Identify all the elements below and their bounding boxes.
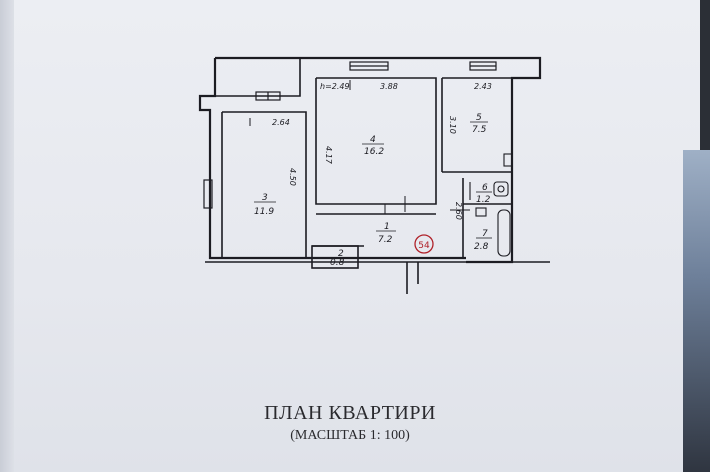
- floor-plan: h=2.49 3.88 2.43 2.64 4.17 3.10 4.50 2.6…: [198, 56, 550, 294]
- paper-edge: [0, 0, 14, 472]
- apartment-number-stamp: 54: [414, 234, 434, 254]
- room-6: 6 1.2: [476, 183, 492, 205]
- dimension-label: 4.50: [288, 168, 297, 186]
- room-1: 1 7.2: [376, 222, 396, 245]
- toilet-icon: [493, 181, 509, 197]
- svg-text:0.8: 0.8: [330, 258, 345, 268]
- svg-text:6: 6: [482, 183, 488, 193]
- svg-text:7.5: 7.5: [472, 125, 487, 135]
- fixtures: [469, 153, 513, 257]
- inner-walls: [215, 57, 512, 294]
- dimension-ticks: [249, 80, 470, 214]
- document-scale: (МАСШТАБ 1: 100): [290, 428, 410, 443]
- svg-text:5: 5: [476, 113, 482, 123]
- dimension-label: 4.17: [324, 146, 333, 165]
- svg-text:7: 7: [482, 229, 488, 239]
- document-title: ПЛАН КВАРТИРИ: [264, 402, 436, 424]
- stove-icon: [503, 153, 513, 167]
- svg-text:54: 54: [418, 241, 430, 251]
- svg-text:1: 1: [384, 222, 390, 232]
- svg-text:7.2: 7.2: [378, 235, 393, 245]
- room-5: 5 7.5: [470, 113, 488, 135]
- room-7: 7 2.8: [474, 229, 492, 252]
- dimension-label: 2.60: [454, 202, 463, 220]
- svg-text:2: 2: [338, 249, 344, 259]
- svg-text:11.9: 11.9: [254, 207, 274, 217]
- dimension-label: 3.10: [448, 116, 457, 134]
- svg-text:2.8: 2.8: [474, 242, 489, 252]
- svg-text:16.2: 16.2: [364, 147, 384, 157]
- dimension-label: 2.64: [272, 118, 290, 127]
- dimension-label: 2.43: [474, 82, 492, 91]
- bathtub-icon: [497, 209, 511, 257]
- background-object: [683, 150, 710, 472]
- room-3: 3 11.9: [254, 193, 276, 217]
- svg-text:1.2: 1.2: [476, 195, 491, 205]
- svg-text:3: 3: [262, 193, 268, 203]
- room-2: 2 0.8: [330, 249, 345, 268]
- room-4: 4 16.2: [362, 135, 384, 157]
- sink-icon: [475, 207, 487, 217]
- dimension-label: 3.88: [380, 82, 398, 91]
- svg-text:4: 4: [370, 135, 376, 145]
- ceiling-height-label: h=2.49: [320, 82, 350, 91]
- windows: [203, 61, 497, 209]
